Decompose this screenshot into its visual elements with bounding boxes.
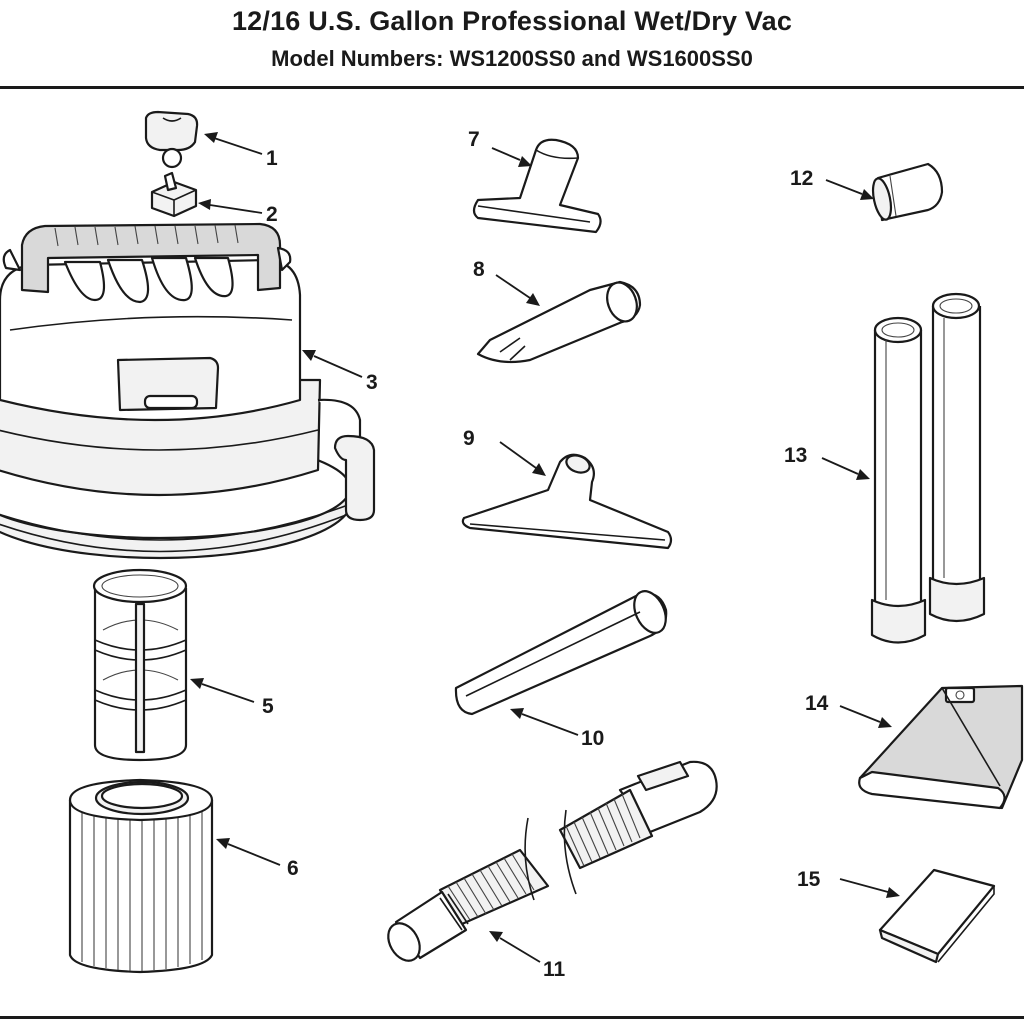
footer-rule	[0, 1016, 1024, 1019]
part-14-dust-bag	[858, 684, 1024, 810]
part-15-manual	[878, 868, 996, 964]
model-numbers: Model Numbers: WS1200SS0 and WS1600SS0	[271, 46, 753, 71]
part-11-hose	[387, 760, 718, 962]
part-number-5: 5	[262, 695, 274, 718]
part-8-crevice-tool	[476, 280, 642, 364]
part-7-utility-nozzle	[472, 138, 602, 234]
part-9-floor-nozzle	[461, 453, 673, 550]
part-number-6: 6	[287, 857, 299, 880]
part-number-10: 10	[581, 727, 604, 750]
part-number-8: 8	[473, 258, 485, 281]
part-2-switch	[150, 171, 198, 218]
diagram-header: 12/16 U.S. Gallon Professional Wet/Dry V…	[0, 0, 1024, 86]
part-number-13: 13	[784, 444, 807, 467]
part-1-cap	[144, 110, 199, 169]
part-number-15: 15	[797, 868, 821, 891]
part-number-9: 9	[463, 427, 475, 450]
part-number-1: 1	[266, 147, 278, 170]
part-number-3: 3	[366, 371, 378, 394]
part-3-powerhead	[0, 222, 376, 560]
part-number-11: 11	[543, 958, 566, 981]
part-number-labels: 1 2 3 5 6 7 8 9 10 11 12 13 14 15	[262, 128, 829, 981]
diagram-title: 12/16 U.S. Gallon Professional Wet/Dry V…	[231, 6, 793, 36]
part-12-adapter	[871, 162, 944, 222]
part-number-12: 12	[790, 167, 813, 190]
header-rule	[0, 86, 1024, 89]
part-number-2: 2	[266, 203, 278, 226]
part-number-14: 14	[805, 692, 829, 715]
part-6-cartridge-filter	[68, 778, 214, 974]
part-5-filter-cage	[92, 568, 188, 762]
leader-lines	[190, 132, 900, 963]
part-13-extension-wands	[870, 292, 986, 644]
part-10-crevice-tube	[454, 590, 668, 716]
part-number-7: 7	[468, 128, 480, 151]
